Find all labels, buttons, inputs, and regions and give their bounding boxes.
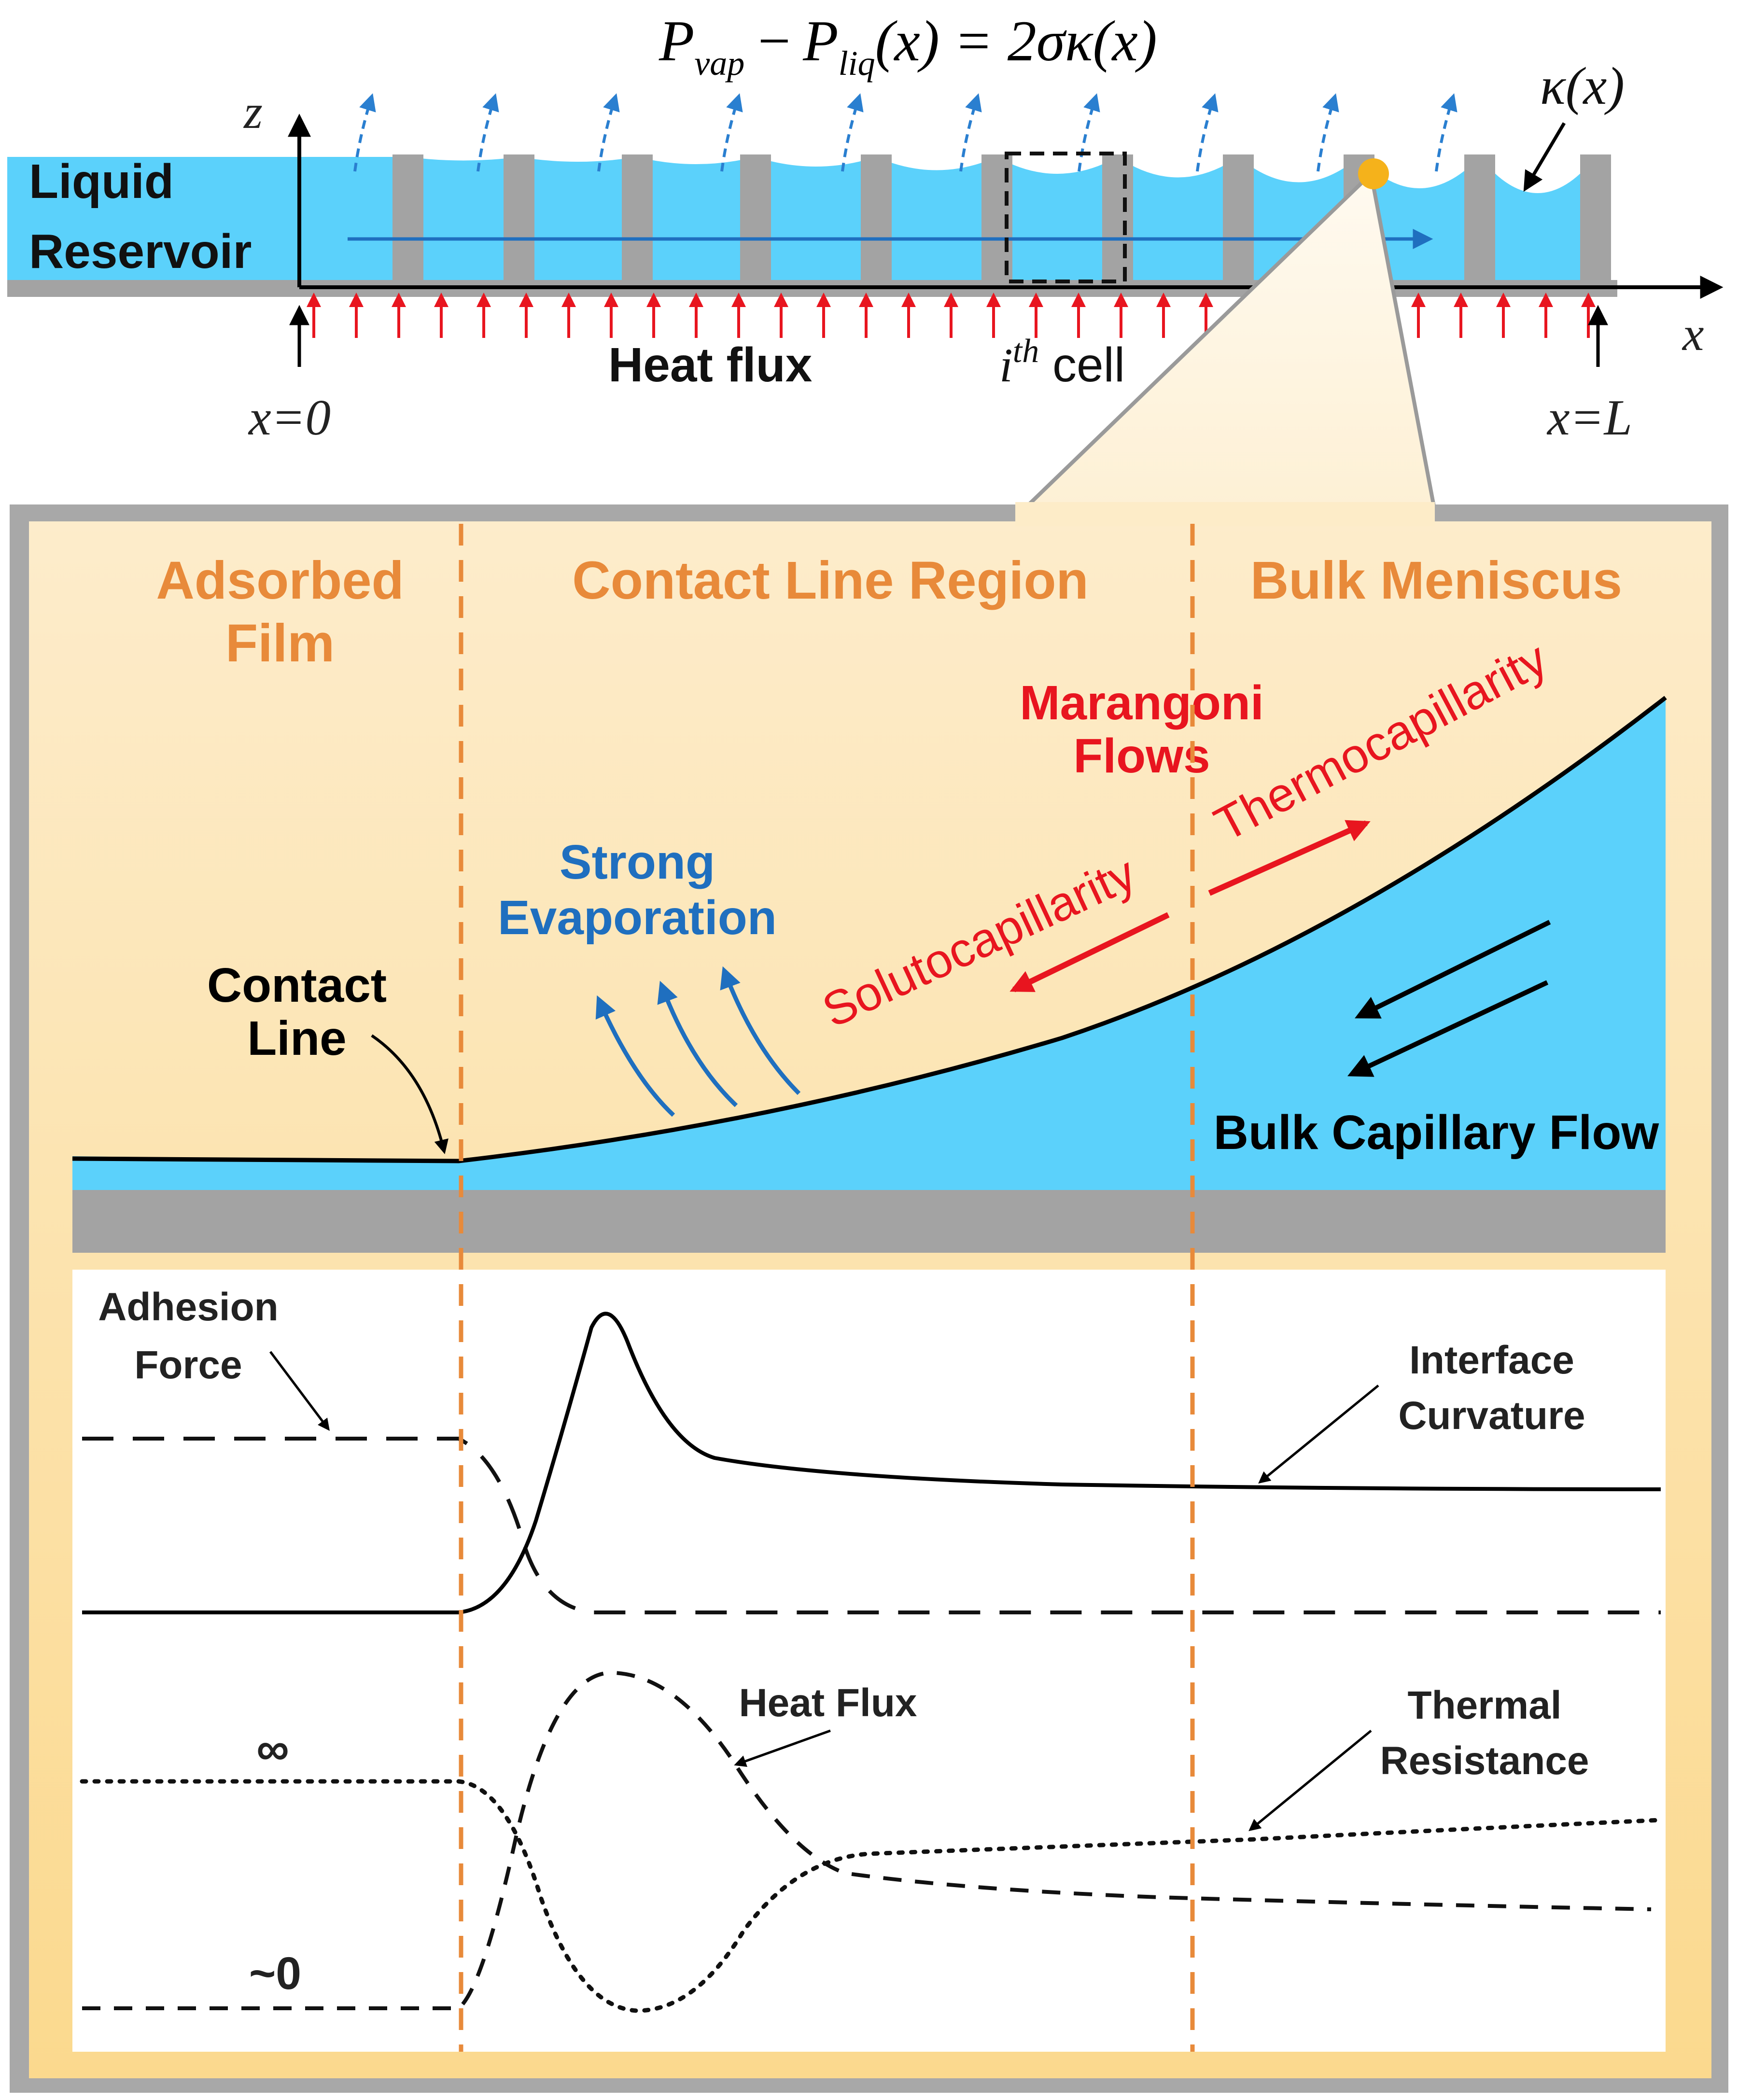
near-zero-label: ~0	[249, 1948, 301, 1999]
meniscus-liquid	[72, 698, 1666, 1190]
pillar	[1580, 154, 1611, 287]
adhesion-force-label-2: Force	[134, 1343, 242, 1387]
thermal-resistance-curve	[80, 1779, 1663, 2013]
infinity-label: ∞	[256, 1723, 289, 1775]
kappa-label: κ(x)	[1540, 56, 1625, 115]
profiles-plot	[72, 1270, 1666, 2052]
x-axis-label: x	[1682, 307, 1704, 361]
pillar	[861, 154, 892, 287]
evaporation-arrow-top	[1078, 93, 1100, 172]
thermocapillarity-arrow	[1208, 820, 1371, 896]
pillar	[504, 154, 534, 287]
strong-evaporation-1: Strong	[560, 835, 715, 889]
reservoir-base	[7, 280, 299, 297]
evaporation-arrow-top	[477, 93, 499, 172]
evaporation-arrows-top	[353, 93, 1458, 172]
contact-line-label-1: Contact	[207, 958, 387, 1012]
z-axis-label: z	[243, 85, 263, 139]
x0-label: x=0	[248, 389, 331, 446]
thermal-resistance-label-2: Resistance	[1380, 1739, 1589, 1783]
interface-curvature-label-1: Interface	[1409, 1338, 1574, 1382]
contact-line-label-2: Line	[247, 1011, 347, 1065]
heat-flux-profile-label: Heat Flux	[739, 1681, 917, 1725]
region-adsorbed-film-2: Film	[225, 614, 335, 673]
evaporation-arrow-1	[595, 995, 675, 1117]
xL-label: x=L	[1546, 389, 1632, 446]
evaporation-arrow-top	[353, 93, 376, 172]
pillar	[392, 154, 423, 287]
interface-curvature-label-2: Curvature	[1398, 1394, 1585, 1438]
liquid-reservoir	[7, 157, 299, 285]
evaporation-arrow-top	[597, 93, 620, 172]
pillar	[1102, 154, 1133, 287]
pillar	[1464, 154, 1495, 287]
evaporation-arrow-top	[720, 93, 743, 172]
region-contact-line: Contact Line Region	[572, 551, 1088, 610]
ith-cell-box	[1005, 152, 1127, 283]
pillar	[622, 154, 653, 287]
contact-line-arrow	[371, 1034, 449, 1154]
heat-flux-curve	[82, 1670, 1652, 2010]
thermal-resistance-arrow	[1248, 1730, 1372, 1832]
adhesion-force-curve	[82, 1437, 1661, 1614]
pillar	[1223, 154, 1254, 287]
top-schematic: Pvap−Pliq(x) = 2σκ(x) Liquid Reservoir z…	[7, 9, 1724, 446]
evaporation-arrow-top	[1317, 93, 1339, 172]
pillar	[740, 154, 771, 287]
interface-curvature-arrow	[1258, 1385, 1379, 1484]
callout-join	[1015, 502, 1435, 526]
kappa-arrow	[1523, 122, 1566, 192]
evaporation-arrow-top	[1196, 93, 1219, 172]
wick-liquid	[299, 157, 1596, 285]
heat-flux-profile-arrow	[734, 1729, 831, 1767]
evaporation-arrow-top	[959, 93, 982, 172]
evaporation-arrow-top	[1435, 93, 1458, 172]
adhesion-force-arrow	[269, 1351, 330, 1431]
equation: Pvap−Pliq(x) = 2σκ(x)	[659, 9, 1157, 83]
strong-evaporation-2: Evaporation	[498, 891, 777, 945]
marangoni-label-2: Flows	[1073, 729, 1210, 783]
adhesion-force-label-1: Adhesion	[98, 1285, 279, 1329]
reservoir-label-1: Liquid	[29, 154, 174, 209]
evaporation-arrow-3	[720, 966, 801, 1095]
meniscus-interface	[72, 696, 1667, 1163]
bulk-capillary-flow-label: Bulk Capillary Flow	[1214, 1106, 1659, 1160]
region-adsorbed-film-1: Adsorbed	[156, 551, 404, 610]
interface-curvature-curve	[82, 1312, 1661, 1614]
heat-flux-label: Heat flux	[608, 338, 812, 392]
reservoir-label-2: Reservoir	[29, 224, 252, 279]
substrate	[72, 1190, 1666, 1253]
evaporation-arrow-top	[841, 93, 864, 172]
evaporation-arrow-2	[657, 980, 738, 1107]
marangoni-label-1: Marangoni	[1020, 676, 1264, 730]
thermal-resistance-label-1: Thermal	[1408, 1683, 1562, 1727]
bulk-flow-arrow-1	[1355, 920, 1551, 1019]
region-bulk-meniscus: Bulk Meniscus	[1250, 551, 1622, 610]
bulk-flow-arrow-2	[1347, 980, 1549, 1077]
solutocapillarity-arrow	[1009, 912, 1170, 993]
ith-cell-label: ith cell	[999, 333, 1125, 392]
contact-point-dot	[1358, 158, 1389, 189]
